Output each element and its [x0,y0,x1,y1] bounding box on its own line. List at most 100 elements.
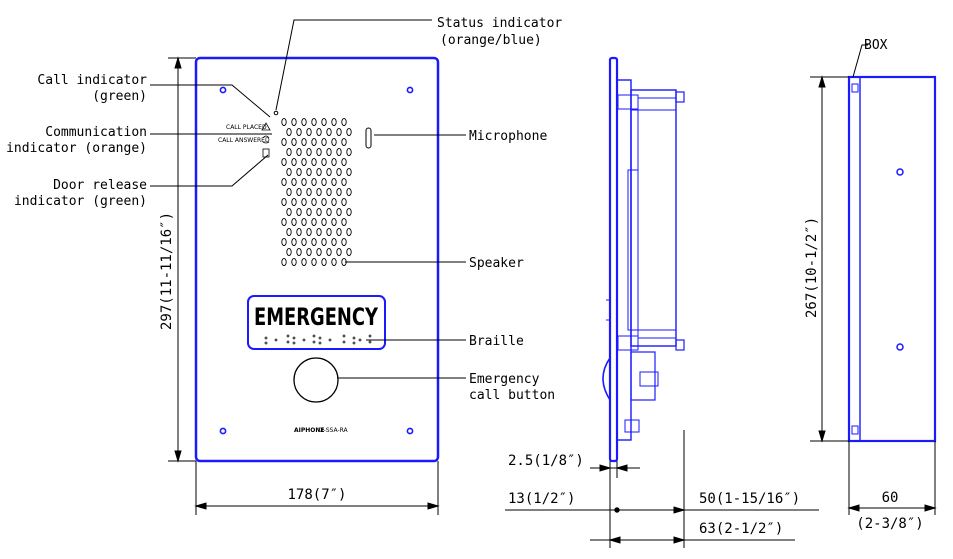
callouts [150,19,466,379]
speaker-hole [311,157,317,167]
speaker-hole [281,157,287,167]
speaker-label: Speaker [469,256,524,271]
speaker-hole [291,137,297,147]
status-indicator-label: Status indicator [437,16,562,31]
call-placed-text: CALL PLACED [226,124,267,131]
call-placed-icon [261,122,271,131]
dim-50: 50(1-15/16″) [699,491,800,507]
speaker-hole [301,177,307,187]
braille-dot [368,334,372,338]
communication-indicator-sublabel: indicator (orange) [6,141,147,156]
microphone-label: Microphone [469,129,547,144]
speaker-hole [346,147,352,157]
braille-dot [292,336,296,340]
dim-13: 13(1/2″) [508,491,575,507]
emergency-button-sublabel: call button [469,388,555,403]
speaker-hole [306,127,312,137]
speaker-hole [331,117,337,127]
speaker-hole [331,157,337,167]
speaker-hole [311,177,317,187]
speaker-hole [346,127,352,137]
speaker-hole [346,187,352,197]
speaker-hole [281,197,287,207]
speaker-hole [346,247,352,257]
speaker-hole [326,247,332,257]
speaker-hole [331,137,337,147]
braille-dot [358,338,362,342]
emergency-call-button [293,357,339,403]
speaker-hole [306,147,312,157]
screw-bottom-right [406,427,414,435]
speaker-hole [316,207,322,217]
speaker-hole [341,197,347,207]
speaker-hole [336,147,342,157]
call-answered-icon [262,135,270,144]
speaker-hole [281,217,287,227]
speaker-hole [296,247,302,257]
speaker-hole [306,207,312,217]
speaker-hole [291,117,297,127]
braille-dot [286,340,290,344]
speaker-hole [346,227,352,237]
braille-dot [318,341,322,345]
dim-63: 63(2-1/2″) [699,521,783,537]
speaker-hole [331,177,337,187]
speaker-hole [296,187,302,197]
speaker-hole [326,207,332,217]
speaker-hole [336,167,342,177]
speaker-hole [291,177,297,187]
speaker-hole [296,167,302,177]
call-indicator-sublabel: (green) [92,89,147,104]
speaker-hole [336,127,342,137]
box-width-dimension: 60 [882,490,899,506]
speaker-hole [291,257,297,267]
speaker-hole [341,177,347,187]
speaker-hole [341,117,347,127]
speaker-hole [301,257,307,267]
speaker-hole [341,217,347,227]
microphone-slot [365,127,372,149]
emergency-sign-text: EMERGENCY [254,303,378,331]
speaker-hole [281,257,287,267]
speaker-hole [321,157,327,167]
box-leader [852,44,868,78]
door-release-label: Door release [53,178,147,193]
box-label: BOX [864,38,888,53]
speaker-hole [301,117,307,127]
side-dimensions [505,430,819,548]
speaker-hole [331,237,337,247]
speaker-hole [296,127,302,137]
speaker-hole [286,187,292,197]
speaker-hole [321,237,327,247]
braille-dot [318,336,322,340]
speaker-hole [321,117,327,127]
speaker-hole [311,137,317,147]
door-release-icon [262,148,270,158]
speaker-hole [291,217,297,227]
speaker-hole [331,197,337,207]
emergency-sign [247,295,386,350]
box-height-dimension: 267(10-1/2″) [804,217,820,318]
speaker-hole [331,257,337,267]
speaker-hole [281,137,287,147]
speaker-hole [311,117,317,127]
side-view [602,56,685,463]
braille-dot [328,338,332,342]
braille-dot [274,338,278,342]
speaker-hole [316,167,322,177]
front-width-dimension: 178(7″) [287,487,346,503]
speaker-hole [321,217,327,227]
speaker-hole [301,237,307,247]
dim-2-5: 2.5(1/8″) [508,453,584,469]
speaker-grille [281,117,352,267]
speaker-hole [296,207,302,217]
speaker-hole [286,127,292,137]
call-indicator-label: Call indicator [37,73,147,88]
braille-dots [264,334,372,345]
speaker-hole [346,167,352,177]
speaker-hole [316,187,322,197]
model-label: IX-SSA-RA [318,427,349,434]
speaker-hole [301,137,307,147]
speaker-hole [336,227,342,237]
